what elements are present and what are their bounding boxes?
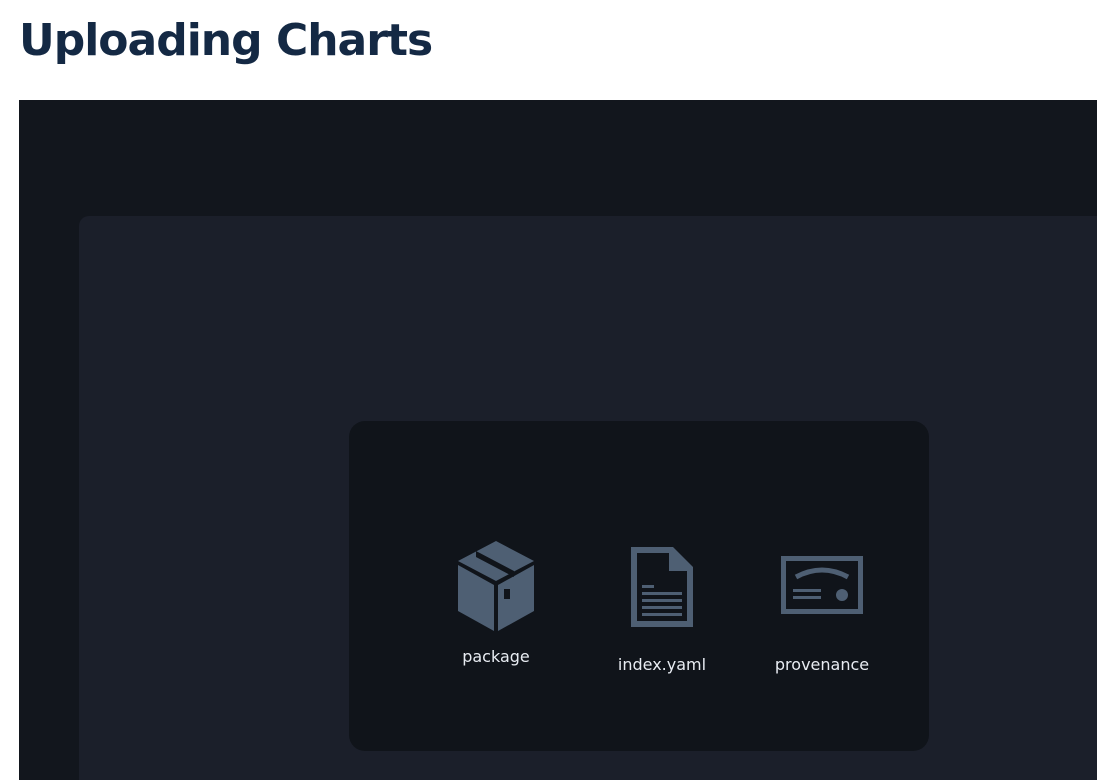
artifact-provenance: provenance [764,555,880,674]
artifact-card: package index.yaml pr [349,421,929,751]
certificate-icon [781,556,863,614]
diagram-figure: package index.yaml pr [19,100,1097,780]
document-icon [631,547,693,627]
artifact-label: package [462,647,530,666]
artifact-label: index.yaml [617,655,707,674]
page-title: Uploading Charts [19,15,433,66]
artifact-label: provenance [774,655,870,674]
package-box-icon [458,541,534,631]
artifact-package: package [441,539,551,666]
artifact-index-yaml: index.yaml [607,545,717,674]
